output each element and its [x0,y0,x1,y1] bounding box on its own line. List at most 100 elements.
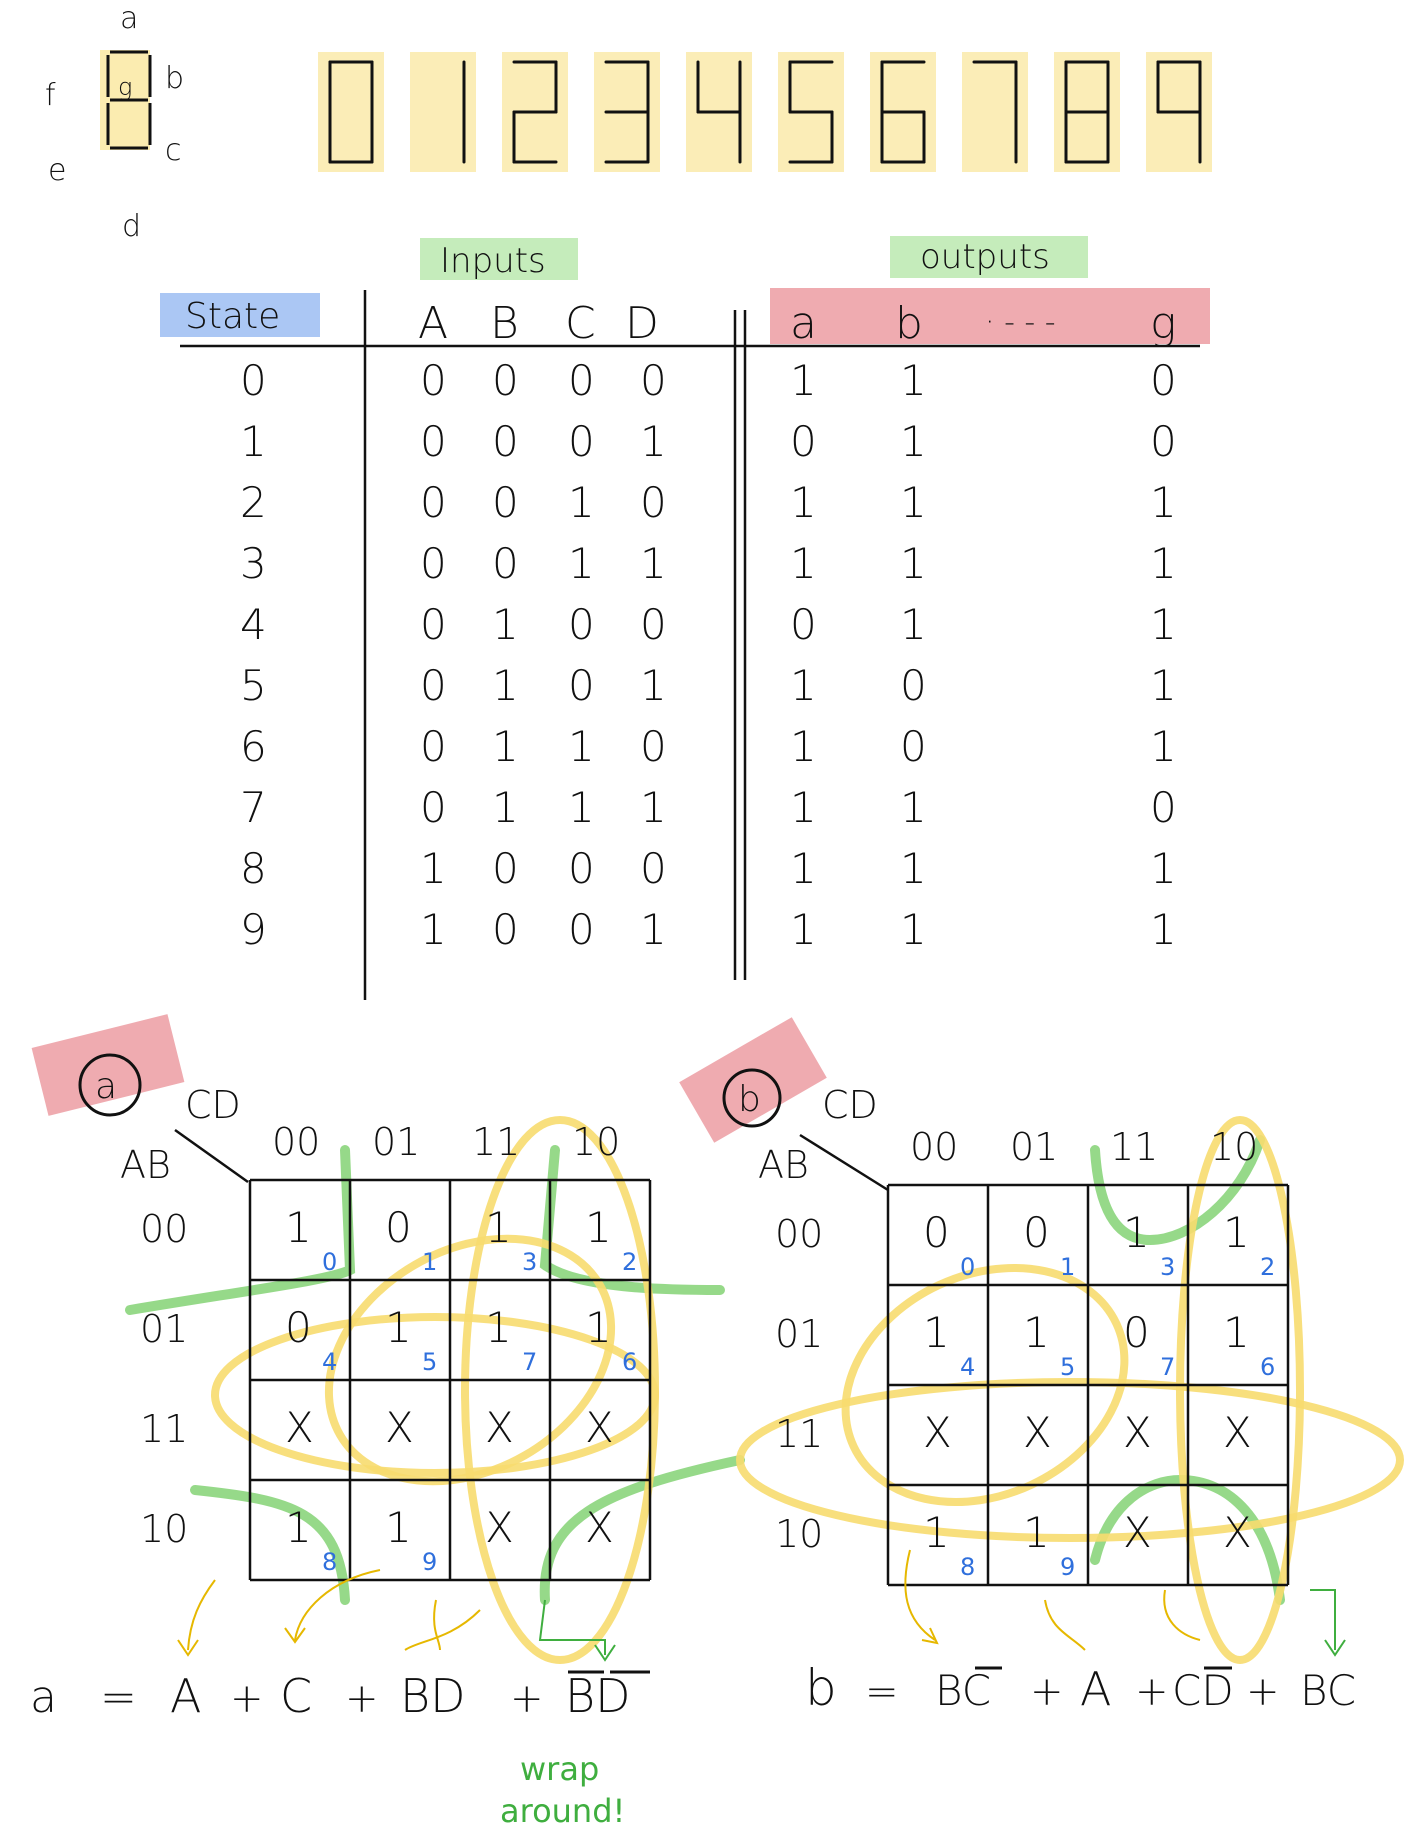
kmap-cell-index: 8 [960,1553,975,1581]
input-cell: 0 [492,844,519,893]
input-cell: 0 [640,356,667,405]
kmap-a-arrows [177,1569,616,1662]
equation-a-plus-2: + [345,1676,379,1722]
kmap-cell-value: 1 [585,1203,612,1252]
kmap-row-label: 00 [140,1207,188,1251]
equation-a-term-3: BD [400,1669,466,1723]
digit-1 [410,52,476,172]
output-col-g: g [1150,298,1176,349]
digits-row [318,52,1212,172]
kmap-cell-value: 1 [485,1303,512,1352]
state-header-highlight [160,293,320,337]
segment-label-a: a [120,1,138,36]
output-a-cell: 1 [790,539,817,588]
kmap-row-label: 00 [775,1212,823,1256]
state-cell: 4 [240,600,267,649]
kmap-cell-index: 5 [422,1348,437,1376]
state-cell: 9 [240,905,267,954]
kmap-b-arrows [904,1549,1346,1657]
equation-a-plus-3: + [510,1676,544,1722]
state-cell: 5 [240,661,267,710]
kmap-cell-value: 1 [285,1203,312,1252]
equation-b-term-3: CD [1172,1666,1234,1715]
equation-a-term-1: A [170,1669,201,1723]
input-cell: 0 [492,905,519,954]
kmap-b-label-highlight [679,1017,827,1143]
kmap-cell-index: 2 [622,1248,637,1276]
digit-0 [318,52,384,172]
kmap-col-label: 00 [272,1120,320,1164]
output-g-cell: 0 [1150,356,1177,405]
output-col-a: a [790,298,817,349]
outputs-header: outputs [920,237,1050,277]
kmap-row-label: 10 [775,1512,823,1556]
digit-9 [1146,52,1212,172]
kmap-cell-value: 0 [285,1303,312,1352]
input-cell: 1 [420,844,447,893]
input-cell: 1 [568,539,595,588]
kmap-b-corner-diagonal [799,1133,889,1192]
segment-label-d: d [122,209,141,244]
input-cell: 0 [640,722,667,771]
equation-a-term-4: BD [565,1669,631,1723]
kmap-cell-value: 1 [1123,1208,1150,1257]
input-cell: 0 [492,478,519,527]
input-cell: 0 [420,661,447,710]
segment-label-g: g [118,73,132,101]
kmap-col-label: 10 [1210,1125,1258,1169]
input-cell: 1 [568,478,595,527]
output-a-cell: 1 [790,661,817,710]
digit-highlight [318,52,384,172]
kmap-cell-index: 9 [1060,1553,1075,1581]
kmap-col-label: 10 [572,1120,620,1164]
equation-a-plus-1: + [230,1676,264,1722]
equation-b-term-4: BC [1300,1666,1356,1715]
state-cell: 1 [240,417,267,466]
output-g-cell: 0 [1150,417,1177,466]
equation-b-lhs: b [805,1659,837,1717]
kmap-cell-index: 0 [960,1253,975,1281]
kmap-b-col-var: CD [822,1083,878,1127]
output-a-cell: 1 [790,478,817,527]
input-cell: 1 [420,905,447,954]
output-g-cell: 1 [1150,539,1177,588]
equation-b: b = BC + A + CD + BC [805,1659,1356,1717]
kmap-a-groupings [125,1116,745,1664]
kmap-cell-index: 8 [322,1548,337,1576]
kmap-cell-value: X [585,1403,614,1452]
kmap-cell-index: 5 [1060,1353,1075,1381]
kmap-cell-value: X [1223,1408,1252,1457]
kmap-cell-index: 2 [1260,1253,1275,1281]
kmap-row-label: 01 [140,1307,188,1351]
kmap-col-label: 01 [1010,1125,1058,1169]
input-col-C: C [565,298,596,349]
input-cell: 1 [568,783,595,832]
output-b-cell: 1 [900,600,927,649]
kmap-cell-index: 1 [422,1248,437,1276]
output-b-cell: 1 [900,844,927,893]
kmap-cell-value: 1 [923,1508,950,1557]
truth-table: State Inputs outputs A B C D a b · - - -… [160,236,1210,1000]
kmap-b-row-var: AB [758,1143,809,1187]
input-cell: 0 [568,600,595,649]
kmap-cell-value: 1 [923,1308,950,1357]
input-cell: 0 [420,478,447,527]
input-cell: 0 [568,905,595,954]
kmap-cell-value: X [485,1403,514,1452]
wrap-note-line-2: around! [500,1792,625,1830]
input-cell: 1 [640,417,667,466]
equation-b-equals: = [865,1669,899,1715]
kmap-cell-value: X [485,1503,514,1552]
seven-segment-diagram: a b c d e f g [45,1,184,244]
kmap-b: b CD AB [679,1017,889,1192]
input-cell: 0 [420,783,447,832]
equation-a-equals: = [100,1672,137,1723]
